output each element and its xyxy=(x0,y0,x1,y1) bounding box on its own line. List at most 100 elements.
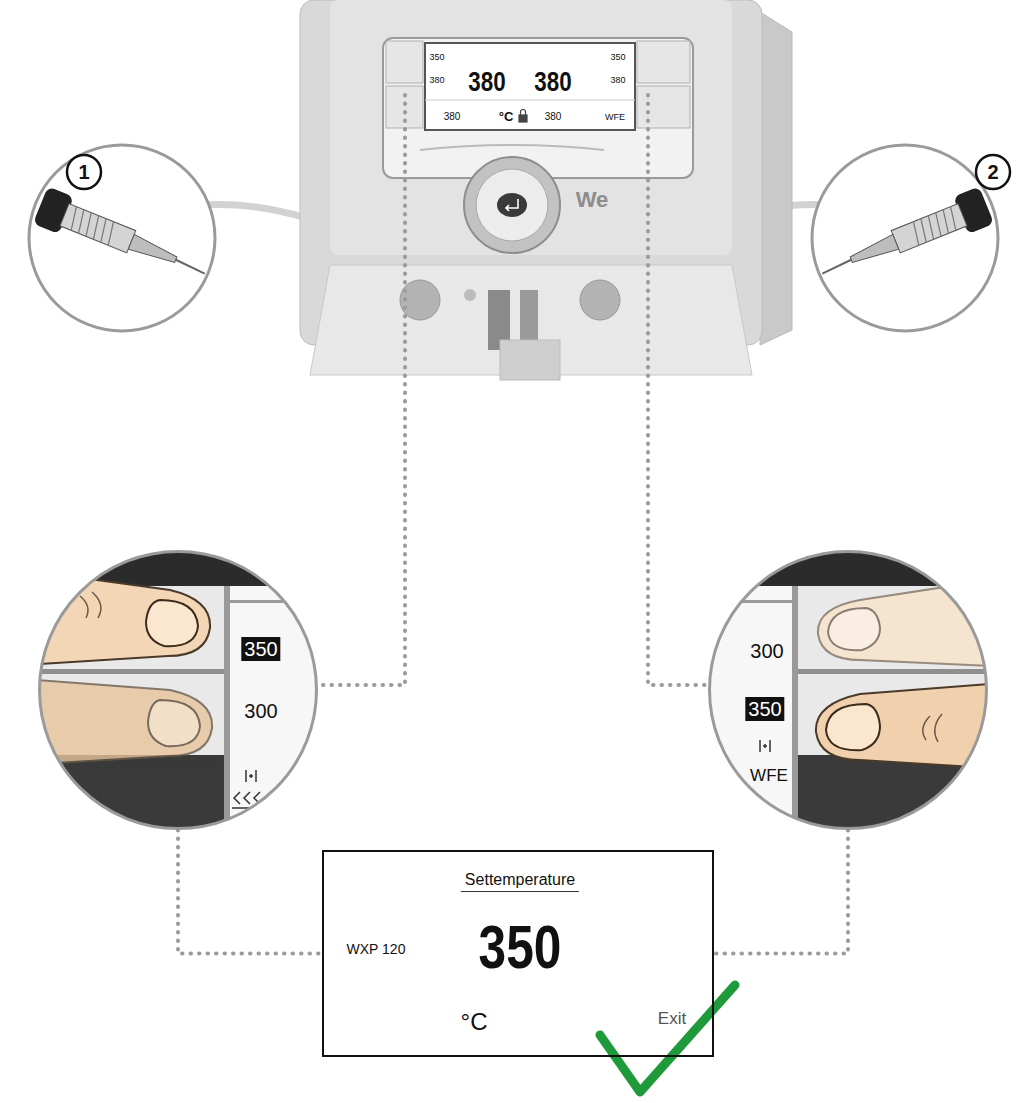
soldering-iron xyxy=(97,219,110,243)
lock-icon xyxy=(521,110,526,116)
button-zoom xyxy=(706,550,990,586)
soldering-iron xyxy=(910,222,923,246)
leader-line xyxy=(648,95,706,685)
display-screen: SettemperatureWXP 120350°CExit xyxy=(322,850,714,1057)
lock-icon xyxy=(519,115,527,122)
callout-circle xyxy=(67,155,1010,189)
temperature-preset: 300 xyxy=(750,641,783,661)
finger xyxy=(38,680,212,764)
button-zoom xyxy=(38,669,224,674)
soldering-iron xyxy=(90,216,103,240)
control-knob xyxy=(476,169,548,241)
heater-icon xyxy=(232,792,268,808)
callout-circle xyxy=(67,155,101,189)
dotted-connector xyxy=(178,830,322,954)
button-zoom xyxy=(224,586,230,832)
soldering-station xyxy=(637,41,690,83)
leader-line xyxy=(322,95,706,685)
finger xyxy=(148,700,200,746)
soldering-iron xyxy=(917,219,930,243)
button-zoom xyxy=(792,586,798,832)
button-zoom-circle: 300350WFE xyxy=(708,550,988,830)
soldering-iron xyxy=(848,234,898,267)
soldering-iron xyxy=(925,216,938,240)
button-zoom xyxy=(230,600,320,603)
temperature-preset: 300 xyxy=(244,701,277,721)
soldering-iron xyxy=(67,207,80,231)
tool-label: WFE xyxy=(750,767,788,784)
display-value: 380 xyxy=(610,76,625,85)
control-knob xyxy=(464,157,560,253)
button-zoom xyxy=(38,755,224,832)
button-zoom xyxy=(38,550,320,832)
screen-title: Settemperature xyxy=(461,872,579,892)
control-knob xyxy=(506,199,518,211)
finger xyxy=(816,684,990,768)
finger xyxy=(38,680,212,764)
soldering-iron xyxy=(939,210,952,234)
finger xyxy=(826,704,880,750)
callout-number: 2 xyxy=(987,162,998,182)
finger xyxy=(816,684,990,768)
soldering-station xyxy=(464,289,476,301)
dotted-connector xyxy=(714,830,848,954)
soldering-iron xyxy=(67,207,117,246)
soldering-iron xyxy=(814,186,994,290)
set-temperature: 350 xyxy=(479,916,562,978)
button-zoom xyxy=(706,586,792,832)
soldering-iron xyxy=(60,204,136,253)
temperature-preset: 350 xyxy=(241,637,280,661)
iron-zoom xyxy=(812,145,998,331)
soldering-iron xyxy=(910,207,960,246)
soldering-iron xyxy=(105,222,118,246)
heater-icon xyxy=(760,740,770,752)
finger xyxy=(818,580,990,666)
soldering-station xyxy=(500,340,560,380)
finger xyxy=(818,580,990,666)
iron-zoom xyxy=(29,145,998,331)
brand-name: We xyxy=(576,189,609,211)
display-unit: °C xyxy=(499,110,514,123)
soldering-station xyxy=(425,43,635,130)
soldering-iron xyxy=(947,207,960,231)
soldering-iron xyxy=(82,213,95,237)
finger xyxy=(80,592,101,618)
soldering-station xyxy=(637,86,690,128)
soldering-station xyxy=(760,12,792,345)
button-zoom-circle: 350 300 xyxy=(38,550,318,830)
soldering-station xyxy=(330,0,732,255)
heater-icon xyxy=(760,740,770,752)
finger xyxy=(828,608,880,650)
display-value: 380 xyxy=(545,112,562,122)
soldering-iron xyxy=(33,186,213,290)
soldering-station xyxy=(425,100,635,101)
soldering-station xyxy=(420,145,604,150)
display-temperature: 380 xyxy=(534,68,571,96)
leader-line xyxy=(322,95,405,685)
display-tool: WFE xyxy=(605,113,625,122)
button-zoom xyxy=(706,550,990,832)
button-zoom xyxy=(798,669,990,674)
soldering-station xyxy=(383,38,693,178)
finger xyxy=(38,572,210,664)
soldering-station xyxy=(580,280,620,320)
finger xyxy=(146,600,198,646)
display-value: 380 xyxy=(429,76,444,85)
finger xyxy=(38,572,210,664)
soldering-station xyxy=(300,0,792,380)
callout-number: 1 xyxy=(78,162,89,182)
display-value: 350 xyxy=(610,53,625,62)
soldering-iron xyxy=(814,186,994,290)
unit: °C xyxy=(461,1010,488,1034)
button-zoom xyxy=(706,600,792,603)
finger xyxy=(923,714,942,742)
control-knob xyxy=(497,193,527,217)
soldering-iron xyxy=(175,260,205,274)
lock-icon xyxy=(519,110,527,123)
button-zoom xyxy=(706,550,990,832)
iron-zoom xyxy=(29,145,215,331)
display-value: 380 xyxy=(444,112,461,122)
display-value: 350 xyxy=(429,53,444,62)
soldering-iron xyxy=(932,213,945,237)
tool-name: WXP 120 xyxy=(347,942,406,956)
